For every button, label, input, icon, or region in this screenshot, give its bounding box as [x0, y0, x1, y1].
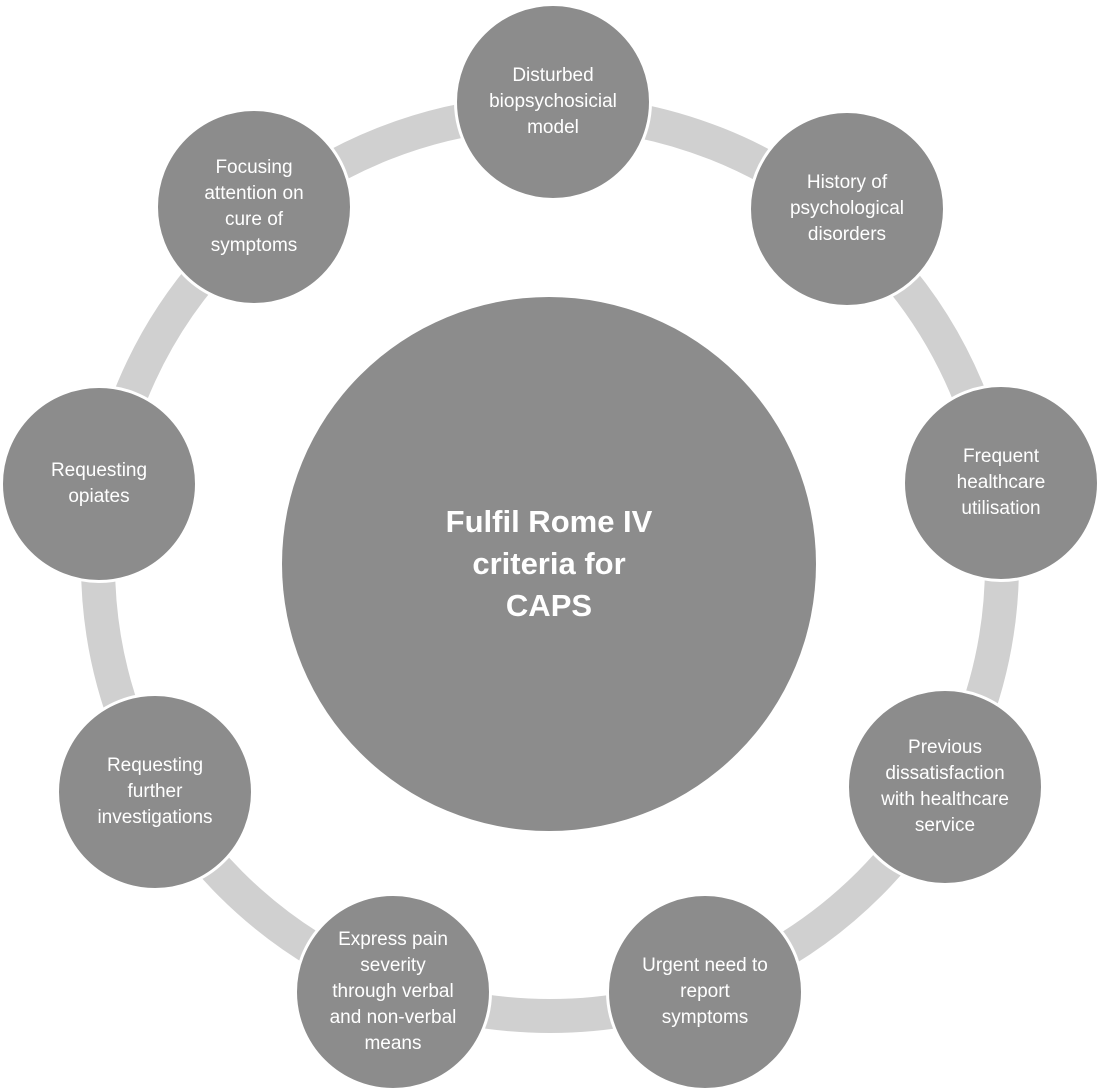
node-disturbed-biopsychosocial-model: Disturbed biopsychosicial model [454, 3, 652, 201]
node-requesting-opiates: Requesting opiates [0, 385, 198, 583]
center-circle: Fulfil Rome IV criteria for CAPS [282, 297, 816, 831]
node-label: History of psychological disorders [789, 172, 905, 245]
node-label: Frequent healthcare utilisation [956, 446, 1046, 519]
node-label: Express pain severity through verbal and… [329, 929, 457, 1054]
node-express-pain-severity: Express pain severity through verbal and… [294, 893, 492, 1091]
node-label: Previous dissatisfaction with healthcare… [881, 737, 1009, 836]
node-previous-dissatisfaction: Previous dissatisfaction with healthcare… [846, 688, 1044, 886]
node-label: Disturbed biopsychosicial model [489, 65, 617, 138]
node-requesting-further-investigations: Requesting further investigations [56, 693, 254, 891]
node-label: Focusing attention on cure of symptoms [204, 157, 304, 256]
node-urgent-need-to-report: Urgent need to report symptoms [606, 893, 804, 1091]
node-history-of-psychological-disorders: History of psychological disorders [748, 110, 946, 308]
node-label: Requesting further investigations [97, 755, 213, 828]
node-label: Urgent need to report symptoms [642, 955, 768, 1028]
node-focusing-attention-on-cure: Focusing attention on cure of symptoms [155, 108, 353, 306]
node-frequent-healthcare-utilisation: Frequent healthcare utilisation [902, 384, 1100, 582]
center-label: Fulfil Rome IV criteria for CAPS [445, 504, 653, 623]
node-label: Requesting opiates [50, 460, 148, 507]
